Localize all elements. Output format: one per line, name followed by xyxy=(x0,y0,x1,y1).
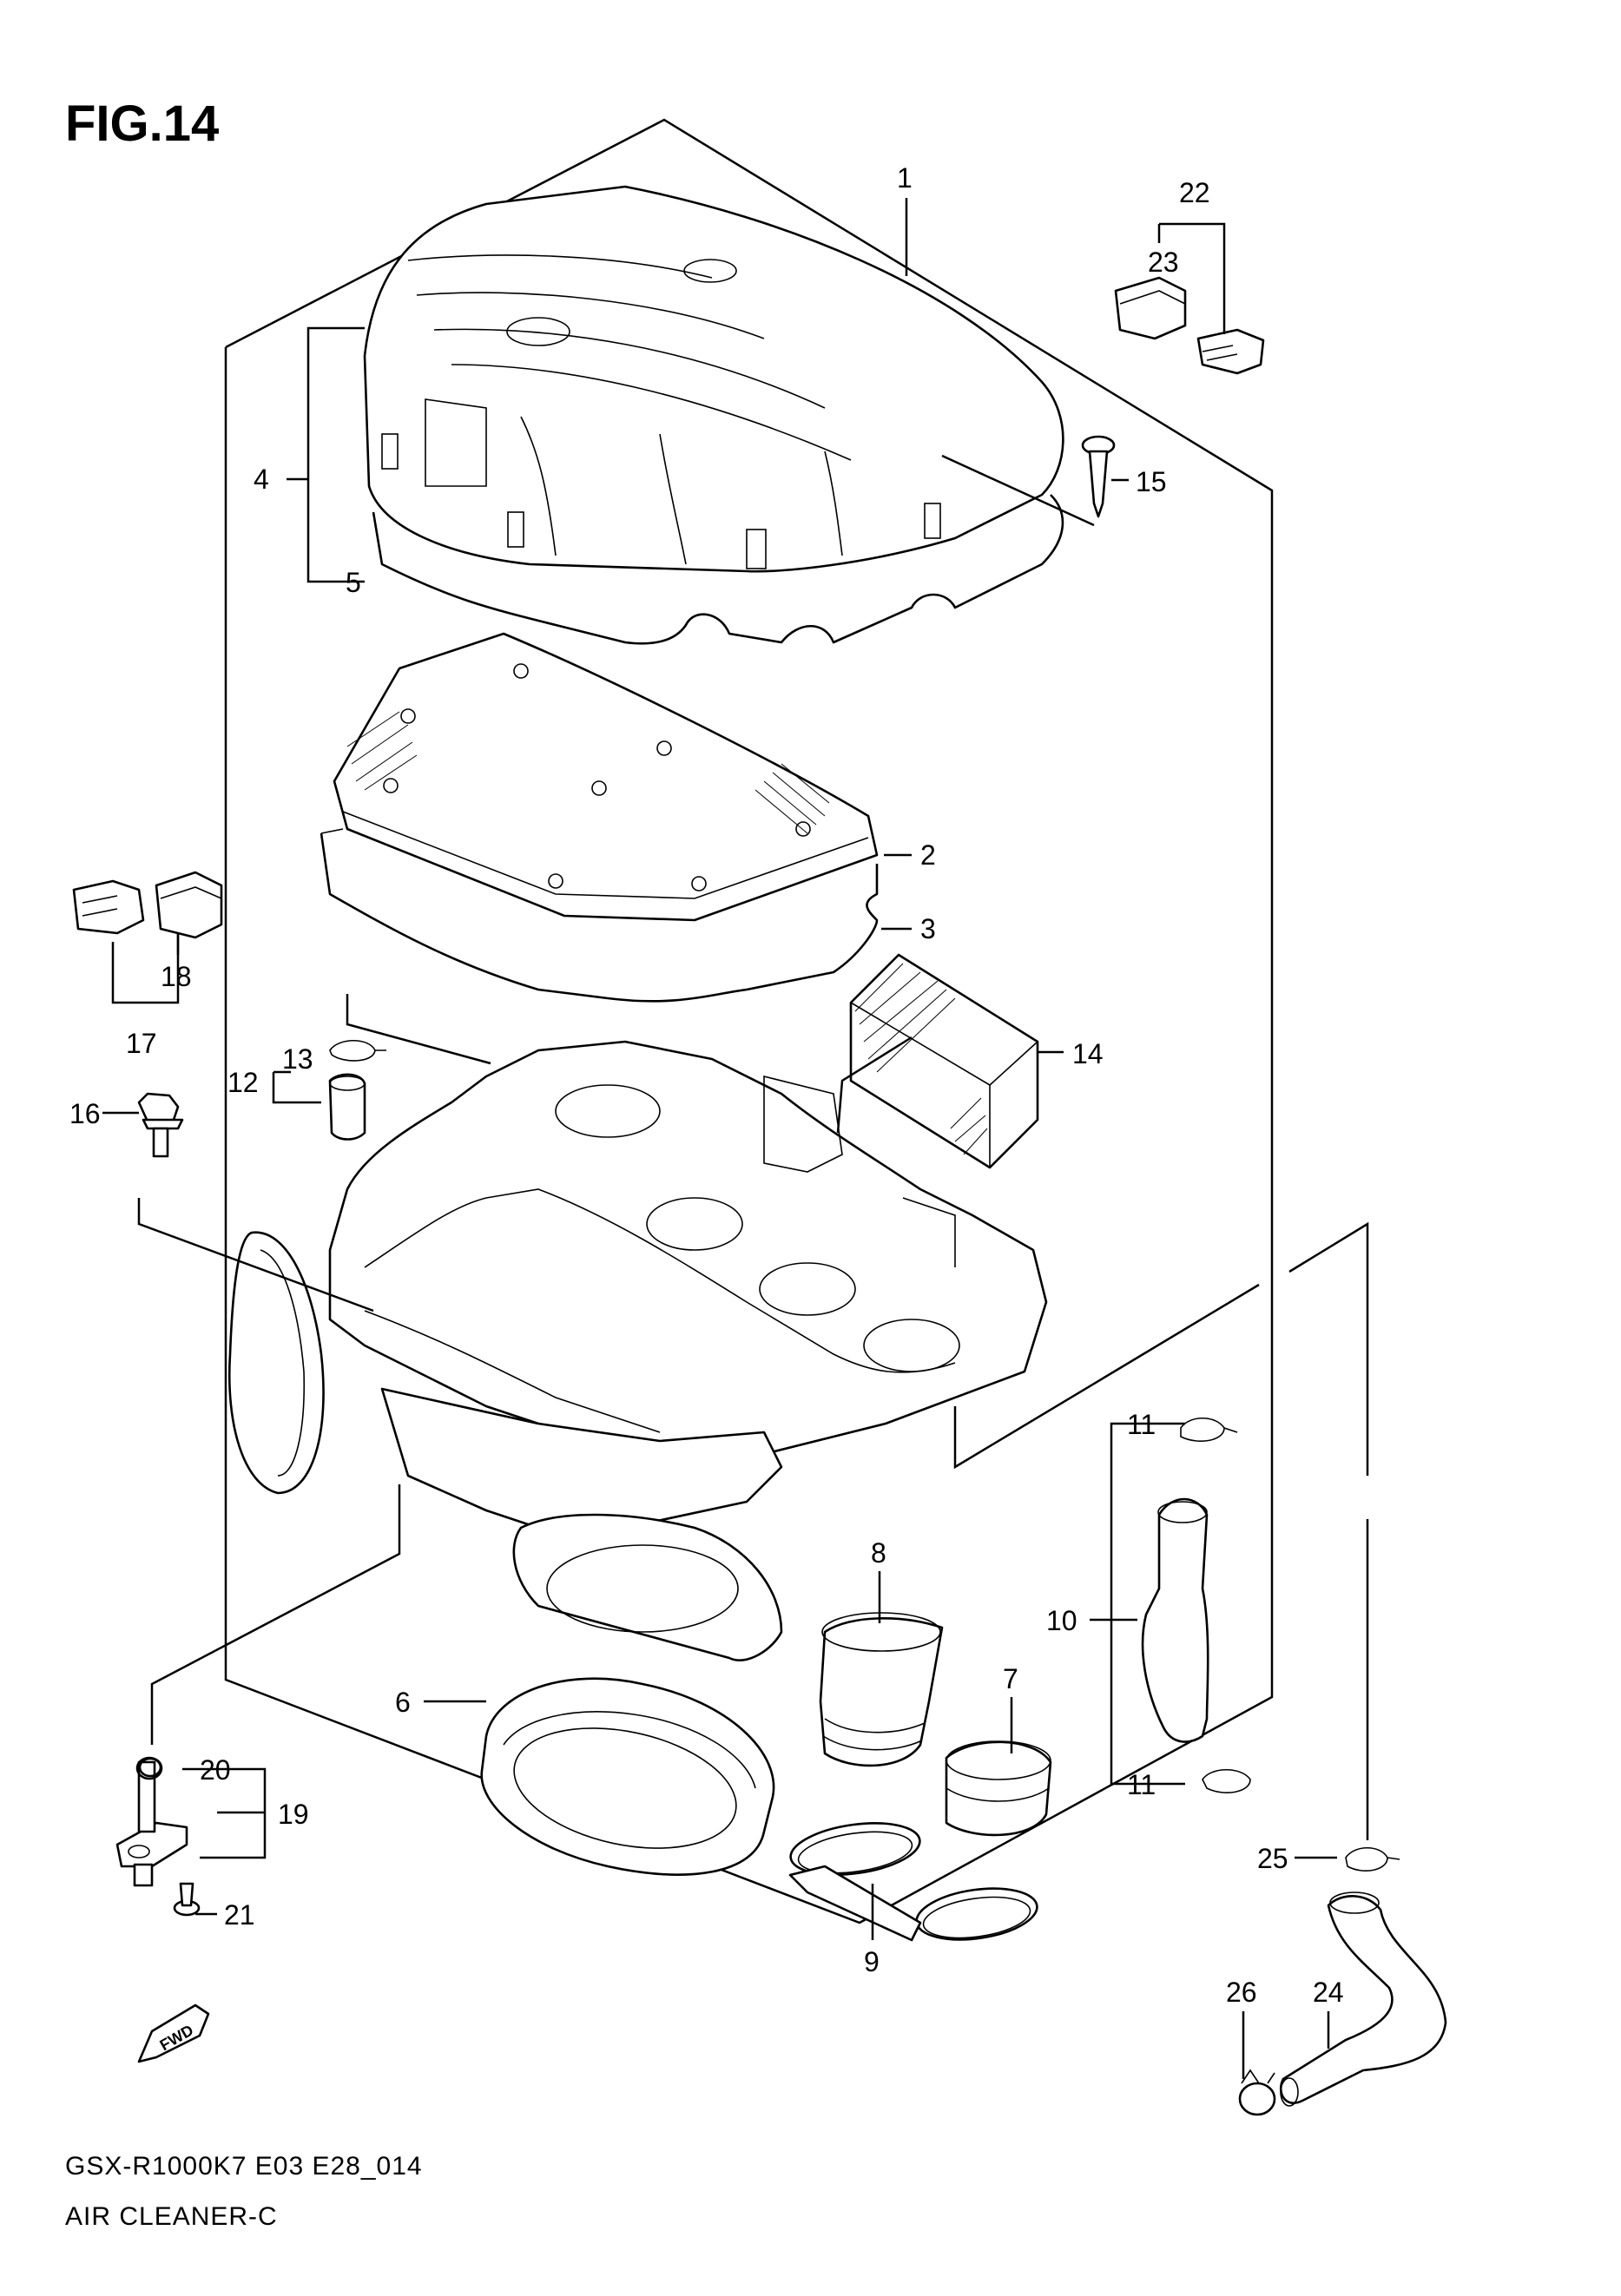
callout-13: 13 xyxy=(282,1043,313,1075)
callout-10: 10 xyxy=(1046,1605,1077,1636)
clamp-26-part xyxy=(1238,2069,1276,2116)
model-code: GSX-R1000K7 E03 E28_014 xyxy=(65,2152,423,2181)
callout-5: 5 xyxy=(346,567,361,598)
callout-26: 26 xyxy=(1226,1977,1257,2008)
callout-12: 12 xyxy=(227,1067,259,1098)
assembly-axis-lines xyxy=(137,454,1369,1840)
screw-21-part xyxy=(173,1882,201,1917)
callout-11-lower: 11 xyxy=(1127,1769,1156,1800)
section-name: AIR CLEANER-C xyxy=(65,2202,278,2231)
callout-14: 14 xyxy=(1072,1038,1104,1069)
air-filter-element-part xyxy=(333,632,879,922)
callout-22: 22 xyxy=(1179,177,1210,208)
callout-labels: 1 2 3 4 5 6 7 8 9 10 11 11 12 13 14 15 1… xyxy=(69,162,1344,2008)
bolt-16-part xyxy=(137,1092,184,1158)
hose-24-part xyxy=(1279,1891,1447,2107)
foam-block-part xyxy=(849,953,1039,1169)
figure-title: FIG.14 xyxy=(65,95,219,152)
callout-24: 24 xyxy=(1313,1977,1344,2008)
upper-cover-part xyxy=(363,185,1064,645)
callout-25: 25 xyxy=(1257,1843,1288,1874)
o-ring-20-part xyxy=(135,1756,163,1780)
screw-15-part xyxy=(1081,435,1116,518)
callout-1: 1 xyxy=(897,162,913,194)
callout-17: 17 xyxy=(126,1028,157,1059)
callout-7: 7 xyxy=(1003,1663,1018,1694)
breather-hose-10-part xyxy=(1141,1497,1209,1743)
callout-3: 3 xyxy=(920,913,936,944)
callout-6: 6 xyxy=(395,1687,411,1718)
connector-22-part xyxy=(1114,276,1265,375)
hose-clamp-9-part xyxy=(788,1822,1038,1942)
callout-18: 18 xyxy=(161,961,192,992)
callout-21: 21 xyxy=(224,1899,255,1931)
clip-11-part xyxy=(1180,1418,1251,1793)
callout-9: 9 xyxy=(864,1946,880,1977)
connector-17-part xyxy=(72,871,223,939)
leader-lines xyxy=(102,198,1337,2079)
forward-arrow-icon: FWD xyxy=(137,2003,210,2063)
assembly-frame xyxy=(224,118,1274,1924)
callout-11-upper: 11 xyxy=(1127,1409,1156,1440)
clip-25-part xyxy=(1345,1847,1400,1872)
drain-plug-12-part xyxy=(328,1040,386,1141)
callout-2: 2 xyxy=(920,839,936,871)
intake-funnel-part xyxy=(480,1677,775,1876)
callout-23: 23 xyxy=(1148,247,1179,278)
callout-4: 4 xyxy=(254,464,269,495)
callout-15: 15 xyxy=(1136,466,1167,497)
callout-16: 16 xyxy=(69,1098,101,1129)
callout-8: 8 xyxy=(871,1537,886,1569)
intake-boot-8-part xyxy=(819,1612,944,1767)
callout-19: 19 xyxy=(278,1799,309,1830)
lower-case-part xyxy=(228,1040,1048,1661)
intake-boot-7-part xyxy=(945,1740,1052,1837)
callout-20: 20 xyxy=(200,1754,231,1786)
filter-gasket-part xyxy=(320,828,879,1003)
